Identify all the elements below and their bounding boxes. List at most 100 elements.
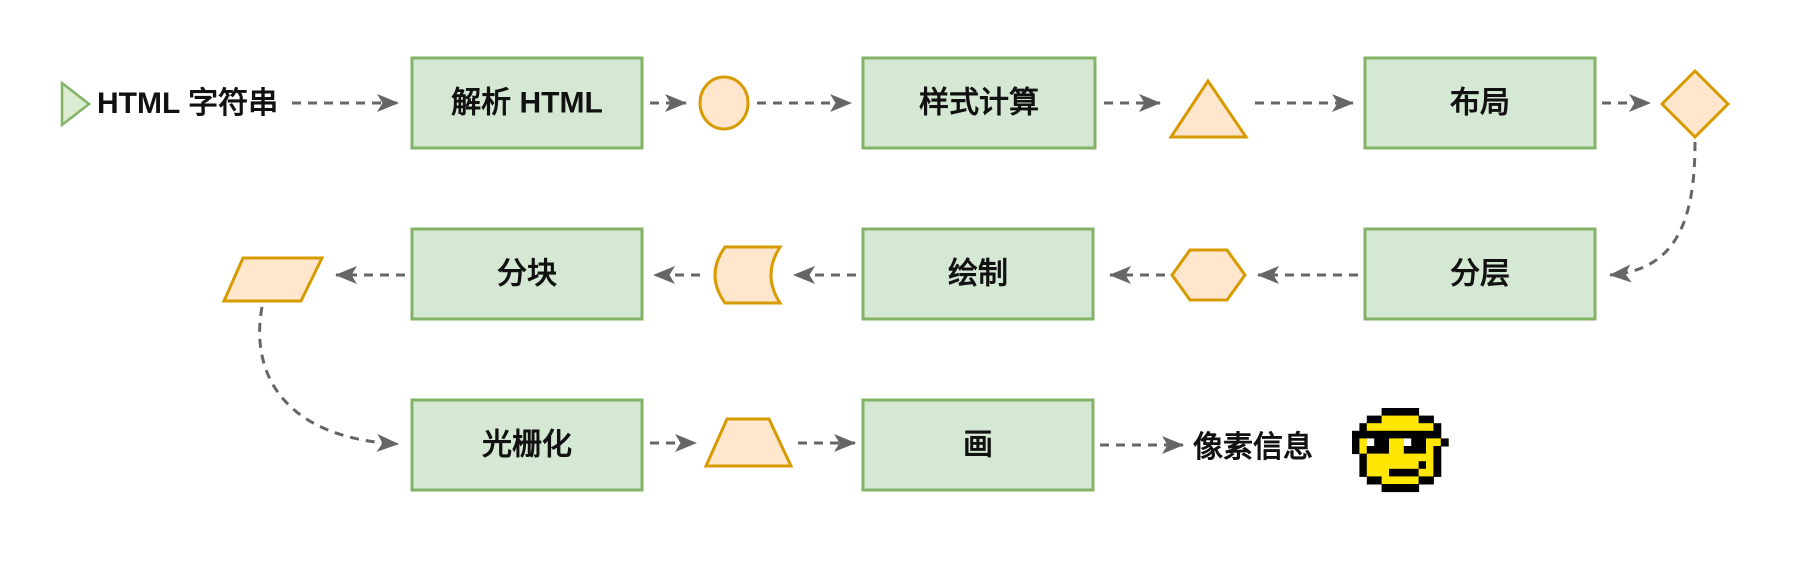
emoji-pixel: [1418, 438, 1427, 447]
emoji-pixel: [1389, 476, 1397, 485]
emoji-pixel: [1411, 408, 1420, 417]
emoji-pixel: [1396, 484, 1405, 493]
emoji-pixel: [1403, 430, 1412, 439]
node-layout: [1363, 56, 1597, 150]
emoji-pixel: [1403, 438, 1412, 447]
emoji-pixel: [1396, 446, 1405, 455]
emoji-pixel: [1389, 430, 1397, 439]
emoji-pixel: [1411, 461, 1420, 470]
emoji-pixel: [1389, 408, 1397, 417]
emoji-pixel: [1366, 423, 1375, 432]
emoji-pixel: [1381, 438, 1390, 447]
emoji-pixel: [1352, 438, 1360, 447]
emoji-pixel: [1418, 461, 1427, 470]
node-tile: [410, 227, 644, 321]
emoji-pixel: [1396, 423, 1405, 432]
emoji-pixel: [1374, 476, 1383, 485]
emoji-pixel: [1411, 446, 1420, 455]
emoji-pixel: [1403, 468, 1412, 477]
emoji-pixel: [1433, 453, 1442, 462]
stored-data-connector-icon: [713, 245, 783, 305]
trapezoid-connector-icon: [703, 417, 794, 468]
emoji-pixel: [1418, 446, 1427, 455]
emoji-pixel: [1381, 423, 1390, 432]
emoji-pixel: [1374, 461, 1383, 470]
emoji-pixel: [1403, 461, 1412, 470]
emoji-pixel: [1374, 438, 1383, 447]
hexagon-connector-icon: [1170, 248, 1247, 302]
emoji-pixel: [1411, 484, 1420, 493]
node-paint: [861, 227, 1095, 321]
emoji-pixel: [1403, 415, 1412, 424]
emoji-pixel: [1359, 423, 1368, 432]
emoji-pixel: [1366, 415, 1375, 424]
emoji-pixel: [1426, 423, 1434, 432]
emoji-pixel: [1396, 438, 1405, 447]
emoji-pixel: [1433, 461, 1442, 470]
emoji-pixel: [1381, 461, 1390, 470]
emoji-pixel: [1418, 468, 1427, 477]
node-tile-label: 分块: [497, 258, 557, 291]
emoji-pixel: [1411, 438, 1420, 447]
emoji-pixel: [1359, 446, 1368, 455]
emoji-pixel: [1352, 430, 1360, 439]
emoji-pixel: [1426, 468, 1434, 477]
node-raster-label: 光栅化: [482, 429, 572, 462]
emoji-pixel: [1418, 415, 1427, 424]
edge-diamond-to-layer-curve: [1609, 141, 1697, 283]
emoji-pixel: [1359, 468, 1368, 477]
emoji-pixel: [1359, 461, 1368, 470]
emoji-pixel: [1411, 415, 1420, 424]
emoji-pixel: [1433, 468, 1442, 477]
emoji-pixel: [1396, 415, 1405, 424]
emoji-pixel: [1381, 484, 1390, 493]
node-style-calc-label: 样式计算: [919, 86, 1039, 120]
emoji-pixel: [1426, 476, 1434, 485]
emoji-pixel: [1426, 453, 1434, 462]
emoji-pixel: [1396, 408, 1405, 417]
triangle-connector-icon: [1168, 78, 1249, 139]
emoji-pixel: [1411, 423, 1420, 432]
emoji-pixel: [1426, 446, 1434, 455]
parallelogram-connector-icon: [221, 256, 325, 303]
play-triangle-icon: [60, 80, 92, 128]
emoji-pixel: [1403, 408, 1412, 417]
emoji-pixel: [1374, 415, 1383, 424]
emoji-pixel: [1426, 461, 1434, 470]
emoji-pixel: [1389, 468, 1397, 477]
cool-face-sunglasses-pixel-emoji: [1352, 408, 1449, 493]
emoji-pixel: [1411, 476, 1420, 485]
circle-connector-icon: [698, 75, 750, 131]
emoji-pixel: [1359, 438, 1368, 447]
emoji-pixel: [1389, 423, 1397, 432]
node-draw-label: 画: [963, 429, 993, 462]
emoji-pixel: [1374, 446, 1383, 455]
emoji-pixel: [1411, 430, 1420, 439]
emoji-pixel: [1352, 446, 1360, 455]
node-parse-html: [410, 56, 644, 150]
emoji-pixel: [1433, 423, 1442, 432]
emoji-pixel: [1418, 453, 1427, 462]
emoji-pixel: [1403, 423, 1412, 432]
emoji-pixel: [1381, 468, 1390, 477]
emoji-pixel: [1396, 453, 1405, 462]
emoji-pixel: [1359, 430, 1368, 439]
emoji-pixel: [1418, 430, 1427, 439]
emoji-pixel: [1381, 476, 1390, 485]
emoji-pixel: [1389, 446, 1397, 455]
emoji-pixel: [1389, 453, 1397, 462]
emoji-pixel: [1440, 438, 1449, 447]
node-style-calc: [861, 56, 1097, 150]
node-layer: [1363, 227, 1597, 321]
node-parse-html-label: 解析 HTML: [451, 87, 603, 120]
emoji-pixel: [1366, 446, 1375, 455]
emoji-pixel: [1366, 438, 1375, 447]
diamond-connector-icon: [1659, 68, 1731, 140]
node-raster: [410, 398, 644, 492]
emoji-pixel: [1433, 430, 1442, 439]
emoji-pixel: [1396, 468, 1405, 477]
emoji-pixel: [1426, 415, 1434, 424]
emoji-pixel: [1389, 438, 1397, 447]
start-label: HTML 字符串: [97, 86, 278, 120]
